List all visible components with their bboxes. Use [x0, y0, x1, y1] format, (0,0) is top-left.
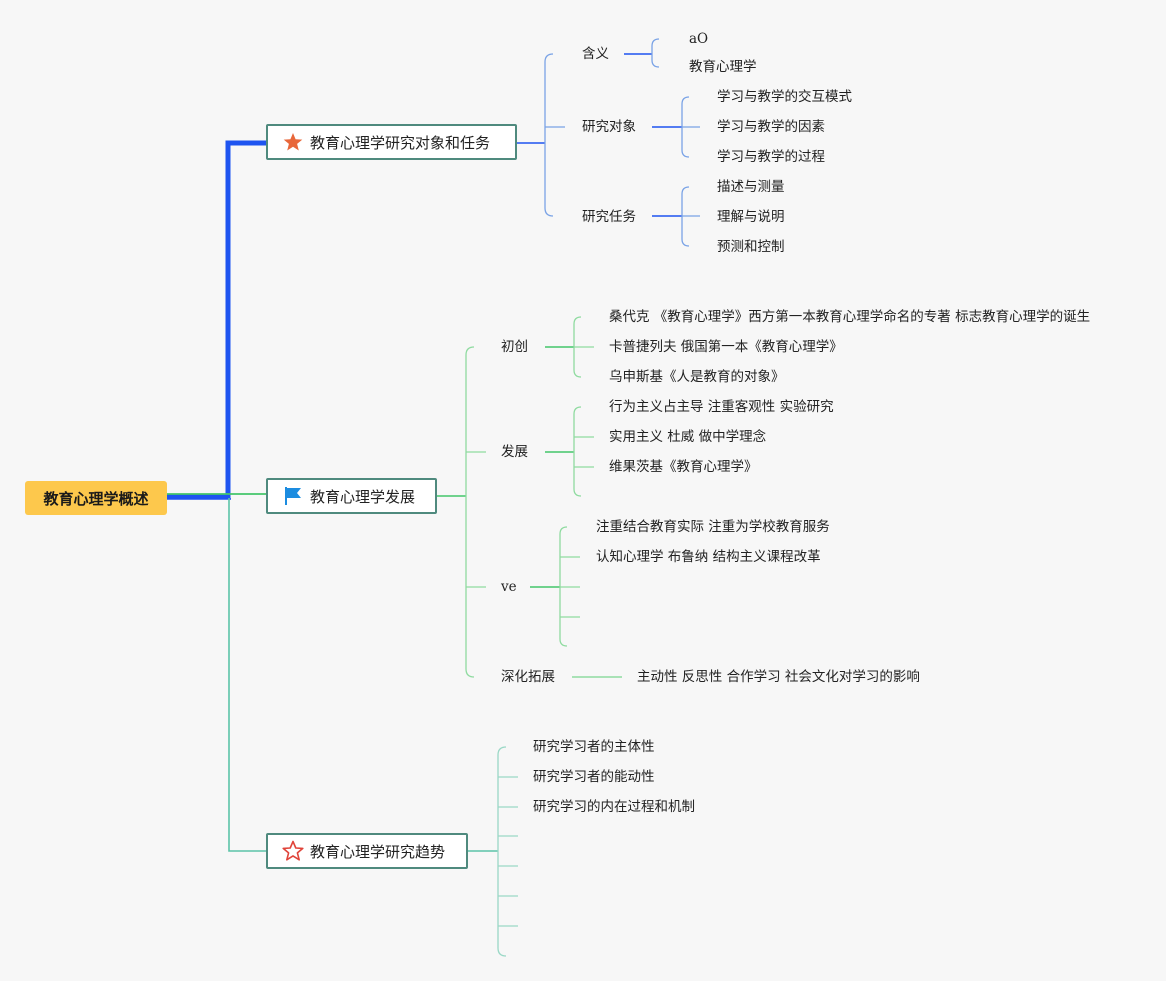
leaf-node[interactable]: 学习与教学的因素 — [717, 119, 825, 135]
leaf-node[interactable]: 主动性 反思性 合作学习 社会文化对学习的影响 — [637, 669, 920, 685]
topic-development[interactable]: 教育心理学发展 — [266, 478, 437, 514]
connector-line — [573, 406, 582, 497]
topic-research-trends[interactable]: 教育心理学研究趋势 — [266, 833, 468, 869]
leaf-node[interactable]: 学习与教学的交互模式 — [717, 89, 852, 105]
leaf-node[interactable]: 维果茨基《教育心理学》 — [609, 459, 758, 475]
connector-line — [228, 498, 266, 852]
flag-icon — [282, 485, 304, 507]
leaf-node[interactable]: 行为主义占主导 注重客观性 实验研究 — [609, 399, 834, 415]
connector-line — [544, 53, 554, 217]
leaf-node[interactable]: 理解与说明 — [717, 209, 785, 225]
connector-line — [497, 746, 507, 957]
topic-label: 教育心理学发展 — [310, 487, 416, 506]
connector-line — [651, 38, 660, 68]
subtopic-ve[interactable]: ve — [501, 579, 517, 595]
subtopic-growth[interactable]: 发展 — [501, 444, 528, 460]
leaf-node[interactable]: 卡普捷列夫 俄国第一本《教育心理学》 — [609, 339, 843, 355]
star-outline-icon — [282, 840, 304, 862]
topic-label: 教育心理学研究对象和任务 — [310, 133, 491, 152]
leaf-node[interactable]: 研究学习者的主体性 — [533, 739, 655, 755]
connector-line — [465, 346, 475, 678]
topic-research-object[interactable]: 教育心理学研究对象和任务 — [266, 124, 517, 160]
leaf-node[interactable]: 研究学习者的能动性 — [533, 769, 655, 785]
leaf-node[interactable]: 认知心理学 布鲁纳 结构主义课程改革 — [596, 549, 821, 565]
leaf-node[interactable]: 注重结合教育实际 注重为学校教育服务 — [596, 519, 830, 535]
subtopic-research-task[interactable]: 研究任务 — [582, 209, 636, 225]
leaf-node[interactable]: 预测和控制 — [717, 239, 785, 255]
star-icon — [282, 131, 304, 153]
leaf-node[interactable]: 桑代克 《教育心理学》西方第一本教育心理学命名的专著 标志教育心理学的诞生 — [609, 309, 1091, 325]
subtopic-founding[interactable]: 初创 — [501, 339, 528, 355]
leaf-node[interactable]: 教育心理学 — [689, 59, 757, 75]
root-node[interactable]: 教育心理学概述 — [25, 481, 167, 515]
leaf-node[interactable]: 描述与测量 — [717, 179, 785, 195]
leaf-node[interactable]: 学习与教学的过程 — [717, 149, 825, 165]
subtopic-meaning[interactable]: 含义 — [582, 46, 609, 62]
leaf-node[interactable]: 乌申斯基《人是教育的对象》 — [609, 369, 785, 385]
leaf-node[interactable]: aO — [689, 31, 709, 47]
connector-line — [167, 140, 266, 499]
subtopic-deepening[interactable]: 深化拓展 — [501, 669, 555, 685]
leaf-node[interactable]: 研究学习的内在过程和机制 — [533, 799, 695, 815]
subtopic-research-object[interactable]: 研究对象 — [582, 119, 636, 135]
topic-label: 教育心理学研究趋势 — [310, 842, 446, 861]
leaf-node[interactable]: 实用主义 杜威 做中学理念 — [609, 429, 767, 445]
